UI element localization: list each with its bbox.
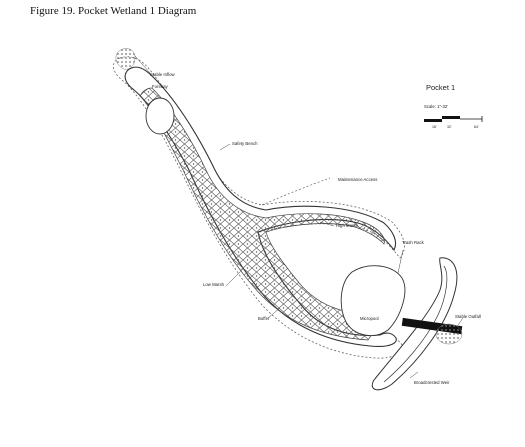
stable-outfall-riprap: [435, 323, 463, 345]
broadcrested-weir: [371, 257, 458, 391]
label-low-marsh: Low Marsh: [203, 282, 225, 287]
scale-label: Scale: 1"-32': [424, 104, 448, 109]
leader-line-broadcrested-weir: [409, 371, 419, 379]
scale-bar: [424, 116, 483, 122]
label-broadcrested-weir: Broadcrested Weir: [414, 380, 450, 385]
label-stable-inflow: Stable Inflow: [150, 72, 175, 77]
micropool: [340, 265, 406, 337]
label-buffer: Buffer: [258, 316, 270, 321]
label-micropool: Micropool: [360, 316, 379, 321]
scale-tick-32: 32': [447, 125, 452, 129]
weir-inner-line: [383, 265, 448, 383]
label-safety-bench: Safety Bench: [232, 141, 258, 146]
scale-tick-64: 64': [474, 125, 479, 129]
plan-title: Pocket 1: [426, 83, 455, 92]
label-maintenance-access: Maintenance Access: [338, 177, 377, 182]
leader-line-safety-bench: [219, 143, 231, 151]
leader-line-high-marsh: [319, 221, 335, 227]
label-trash-rack: Trash Rack: [402, 240, 425, 245]
figure-caption: Figure 19. Pocket Wetland 1 Diagram: [30, 5, 197, 17]
leader-line-stable-outfall: [457, 317, 464, 326]
label-stable-outfall: Stable Outfall: [455, 314, 481, 319]
leader-line-trash-rack: [397, 249, 404, 274]
leader-line-buffer: [267, 307, 281, 319]
stable-inflow-riprap: [115, 48, 136, 70]
scale-tick-16: 16': [432, 125, 437, 129]
forebay-pool: [145, 97, 175, 135]
label-high-marsh: High Marsh: [336, 223, 359, 228]
leader-line-low-marsh: [225, 267, 245, 287]
leader-line-stable-inflow: [134, 55, 151, 74]
label-forebay: Forebay: [152, 84, 169, 89]
maintenance-access-path: [261, 177, 331, 206]
